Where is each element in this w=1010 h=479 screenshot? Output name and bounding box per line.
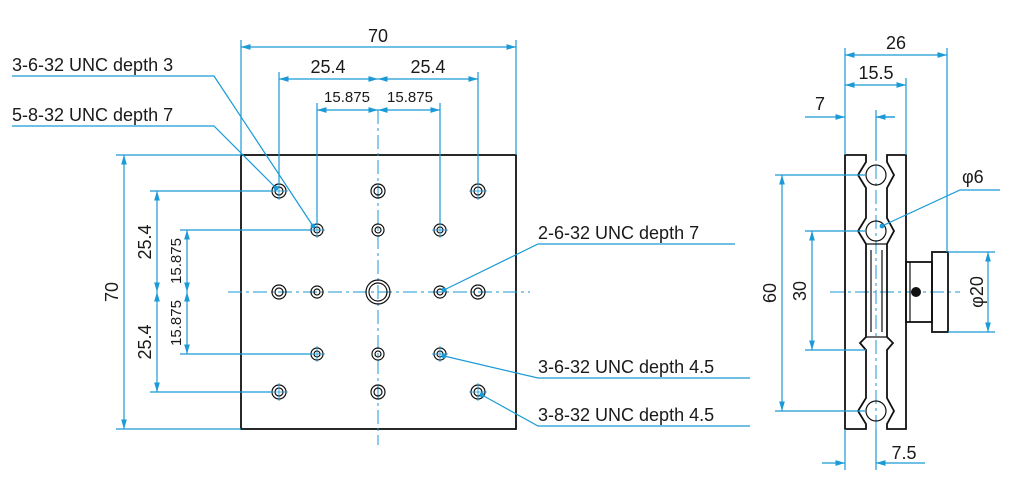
note-3-6-32-depth-4-5: 3-6-32 UNC depth 4.5	[538, 357, 714, 377]
dim-pitch-25-4-top: 25.4	[135, 224, 155, 259]
dim-pitch-25-4-left: 25.4	[310, 57, 345, 77]
right-bar	[886, 154, 907, 430]
dim-pitch-15-875-right: 15.875	[387, 89, 433, 106]
left-dimensions: 70 25.4 25.4 15.875 15.875	[102, 154, 311, 430]
dim-pitch-25-4-bottom: 25.4	[135, 324, 155, 359]
side-view: 26 15.5 7 φ6 φ20 60 30 7.5	[760, 33, 1000, 470]
leader-notes: 3-6-32 UNC depth 3 5-8-32 UNC depth 7 2-…	[12, 55, 750, 427]
note-2-6-32-depth-7: 2-6-32 UNC depth 7	[538, 223, 699, 243]
dim-width-70: 70	[368, 26, 388, 46]
dim-height-70: 70	[102, 282, 122, 302]
center-hole	[365, 279, 391, 305]
note-3-8-32-depth-4-5: 3-8-32 UNC depth 4.5	[538, 405, 714, 425]
dim-pitch-25-4-right: 25.4	[410, 57, 445, 77]
note-5-8-32-depth-7: 5-8-32 UNC depth 7	[12, 105, 173, 125]
dim-bottom-7-5: 7.5	[891, 443, 916, 463]
dim-pitch-15-875-left: 15.875	[324, 89, 370, 106]
dim-total-width-26: 26	[886, 33, 906, 53]
dim-height-60: 60	[760, 283, 780, 303]
front-view: 70 25.4 25.4 15.875 15.875 70 25.4	[12, 26, 750, 445]
dim-pitch-15-875-bottom: 15.875	[168, 300, 185, 346]
dim-dia-20: φ20	[967, 276, 987, 308]
dim-width-7: 7	[815, 94, 825, 114]
dim-dia-6: φ6	[962, 167, 984, 187]
top-dimensions: 70 25.4 25.4 15.875 15.875	[240, 26, 517, 224]
dim-width-15-5: 15.5	[858, 63, 893, 83]
knob	[905, 251, 949, 333]
note-3-6-32-depth-3: 3-6-32 UNC depth 3	[12, 55, 173, 75]
dim-pitch-15-875-top: 15.875	[168, 238, 185, 284]
dim-height-30: 30	[790, 281, 810, 301]
